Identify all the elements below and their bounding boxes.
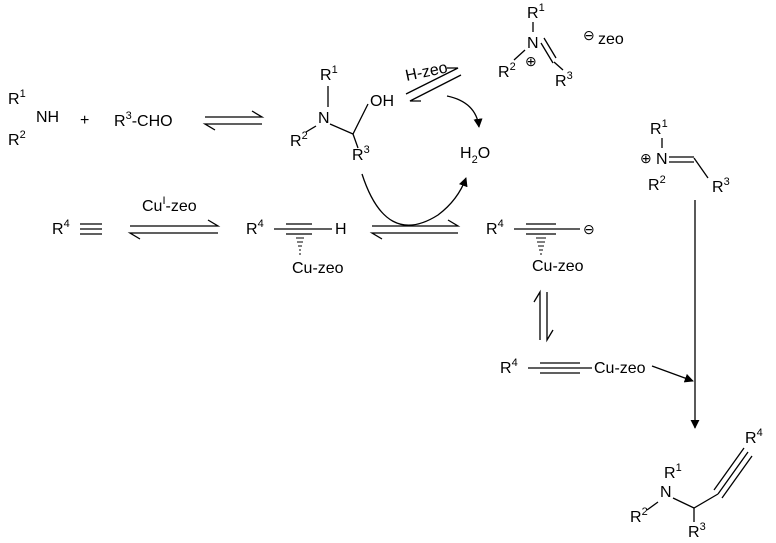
alkyne-r4: R4: [52, 218, 70, 238]
iminium-top-r3: R3: [555, 70, 573, 90]
h-zeo-label: H-zeo: [404, 59, 449, 85]
acetylide-minus: ⊖: [583, 221, 595, 237]
product-r1: R1: [664, 462, 682, 482]
hemiaminal: R1 N R2 OH R3: [290, 64, 394, 164]
equilibrium-arrow-1: [202, 110, 265, 131]
equilibrium-arrow-hzeo: [405, 67, 462, 102]
amine-r1: R1: [8, 88, 26, 108]
amine-r2: R2: [8, 129, 26, 149]
product-r4: R4: [745, 427, 763, 447]
equilibrium-arrow-vertical: [533, 289, 554, 343]
copper-acetylide: R4 Cu-zeo: [500, 357, 646, 377]
pi-complex-r4: R4: [246, 218, 264, 238]
acetylide-cu: Cu-zeo: [532, 258, 584, 275]
iminium-top-plus: ⊕: [525, 53, 537, 69]
acetylide-pi-complex: R4 ⊖ Cu-zeo: [486, 218, 595, 275]
product-r2: R2: [630, 506, 648, 526]
iminium-right-r3: R3: [712, 176, 730, 196]
water: H2O: [460, 145, 490, 166]
iminium-right-n: N: [656, 151, 668, 168]
aldehyde: R3-CHO: [114, 110, 173, 130]
plus-sign: +: [80, 112, 89, 129]
product-r3: R3: [688, 521, 706, 541]
equilibrium-arrow-deprotonation: [369, 219, 461, 240]
amine: R1 NH R2: [8, 88, 59, 149]
iminium-right: R1 ⊕ N R2 R3: [640, 118, 730, 196]
curved-arrow-dehydration: [361, 173, 468, 226]
terminal-alkyne: R4: [52, 218, 102, 238]
acetylide-r4: R4: [486, 218, 504, 238]
hemiaminal-oh: OH: [370, 93, 394, 110]
iminium-top-r2: R2: [498, 61, 516, 81]
iminium-right-r2: R2: [648, 174, 666, 194]
iminium-right-plus: ⊕: [640, 150, 652, 166]
equilibrium-arrow-cu: [127, 219, 221, 240]
hemiaminal-r2: R2: [290, 130, 308, 150]
pi-complex-cu: Cu-zeo: [292, 260, 344, 277]
hemiaminal-r1: R1: [320, 64, 338, 84]
arrow-merge-cu-acetylide: [651, 365, 694, 383]
iminium-top-minus: ⊖: [583, 27, 595, 43]
amine-nh: NH: [36, 109, 59, 126]
cu-acetylide-cu: Cu-zeo: [594, 360, 646, 377]
propargylamine-product: R1 N R2 R3 R4: [630, 427, 763, 541]
hemiaminal-r3: R3: [352, 144, 370, 164]
iminium-right-r1: R1: [650, 118, 668, 138]
curved-arrow-water-release: [446, 95, 483, 128]
iminium-top-zeo: zeo: [598, 31, 624, 48]
hemiaminal-n: N: [318, 110, 330, 127]
cu-acetylide-r4: R4: [500, 357, 518, 377]
pi-complex-h: H: [335, 221, 347, 238]
iminium-top-n: N: [527, 35, 539, 52]
pi-complex: R4 H Cu-zeo: [246, 218, 347, 277]
iminium-top-r1: R1: [527, 2, 545, 22]
cu-zeo-label: CuI-zeo: [142, 195, 197, 215]
product-n: N: [660, 484, 672, 501]
iminium-top: R1 N ⊕ R2 R3 ⊖ zeo: [498, 2, 624, 90]
